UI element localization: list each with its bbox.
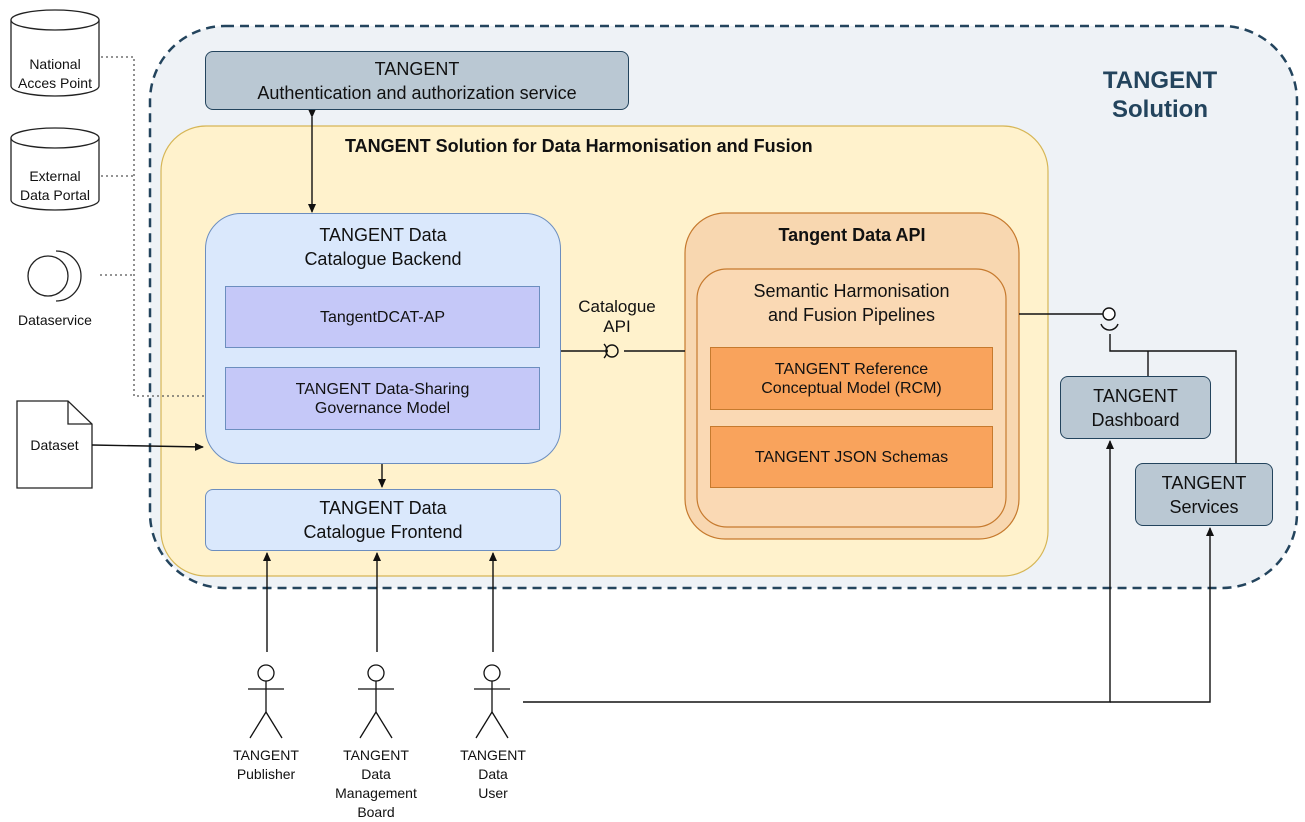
data-api-interface-icon <box>1102 307 1116 321</box>
publisher-label-line1: TANGENT <box>233 747 299 763</box>
catalogue-backend-line2: Catalogue Backend <box>304 249 462 269</box>
catalogue-frontend-box[interactable]: TANGENT Data Catalogue Frontend <box>205 489 561 551</box>
services-box[interactable]: TANGENT Services <box>1135 463 1273 526</box>
data-api-title: Tangent Data API <box>778 224 926 245</box>
dataset-label: Dataset <box>30 436 79 453</box>
external-data-portal-label: External Data Portal <box>11 167 99 205</box>
board-label-line3: Management <box>335 785 417 801</box>
solution-title-line1: TANGENT <box>1102 67 1218 94</box>
auth-service-box[interactable]: TANGENT Authentication and authorization… <box>205 51 629 110</box>
dashboard-line2: Dashboard <box>1091 409 1180 430</box>
external-data-portal-database-icon <box>10 127 100 211</box>
tangent-dcat-ap-box[interactable]: TangentDCAT-AP <box>225 286 540 348</box>
auth-service-line2: Authentication and authorization service <box>257 82 577 103</box>
solution-title-line2: Solution <box>1112 96 1208 123</box>
national-access-point-line2: Acces Point <box>18 75 92 91</box>
dashboard-box[interactable]: TANGENT Dashboard <box>1060 376 1211 439</box>
catalogue-api-line1: Catalogue <box>578 297 656 316</box>
board-label-line4: Board <box>357 804 395 820</box>
board-actor-icon <box>358 664 394 739</box>
solution-title: TANGENT Solution <box>1085 65 1235 125</box>
pipelines-title: Semantic Harmonisation and Fusion Pipeli… <box>697 278 1006 328</box>
user-label-line2: Data <box>478 766 508 782</box>
national-access-point-database-icon <box>10 9 100 97</box>
dataservice-label: Dataservice <box>18 311 92 328</box>
dataservice-icon <box>27 250 82 302</box>
services-line2: Services <box>1169 496 1239 517</box>
external-data-portal-line1: External <box>29 168 81 184</box>
services-line1: TANGENT <box>1161 472 1247 493</box>
user-label-line1: TANGENT <box>460 747 526 763</box>
pipelines-line2: and Fusion Pipelines <box>767 305 936 325</box>
user-label-line3: User <box>478 785 508 801</box>
governance-model-line1: TANGENT Data-Sharing <box>295 380 470 398</box>
harmonisation-title: TANGENT Solution for Data Harmonisation … <box>345 136 813 156</box>
dashboard-line1: TANGENT <box>1093 385 1178 406</box>
catalogue-api-line2: API <box>603 317 631 336</box>
catalogue-backend-title: TANGENT Data Catalogue Backend <box>205 222 561 272</box>
data-api-socket-icon <box>1100 323 1119 331</box>
rcm-box[interactable]: TANGENT Reference Conceptual Model (RCM) <box>710 347 993 410</box>
catalogue-frontend-line1: TANGENT Data <box>319 498 447 518</box>
board-label-line2: Data <box>361 766 391 782</box>
catalogue-frontend-line2: Catalogue Frontend <box>303 522 463 542</box>
user-actor-icon <box>474 664 510 739</box>
catalogue-api-label: Catalogue API <box>567 296 667 338</box>
publisher-actor-icon <box>248 664 284 739</box>
rcm-line1: TANGENT Reference <box>774 360 929 378</box>
catalogue-backend-line1: TANGENT Data <box>319 225 447 245</box>
external-data-portal-line2: Data Portal <box>19 187 91 203</box>
board-label: TANGENT Data Management Board <box>321 746 431 820</box>
governance-model-line2: Governance Model <box>314 399 451 417</box>
dataset-document-icon <box>16 400 93 489</box>
rcm-line2: Conceptual Model (RCM) <box>761 379 942 397</box>
auth-service-line1: TANGENT <box>374 58 460 79</box>
governance-model-box[interactable]: TANGENT Data-Sharing Governance Model <box>225 367 540 430</box>
board-label-line1: TANGENT <box>343 747 409 763</box>
national-access-point-label: National Acces Point <box>11 55 99 93</box>
national-access-point-line1: National <box>29 56 81 72</box>
user-label: TANGENT Data User <box>443 746 543 804</box>
publisher-label-line2: Publisher <box>236 766 296 782</box>
publisher-label: TANGENT Publisher <box>216 746 316 786</box>
catalogue-api-interface-icon <box>605 344 619 358</box>
pipelines-line1: Semantic Harmonisation <box>753 281 950 301</box>
json-schemas-box[interactable]: TANGENT JSON Schemas <box>710 426 993 488</box>
